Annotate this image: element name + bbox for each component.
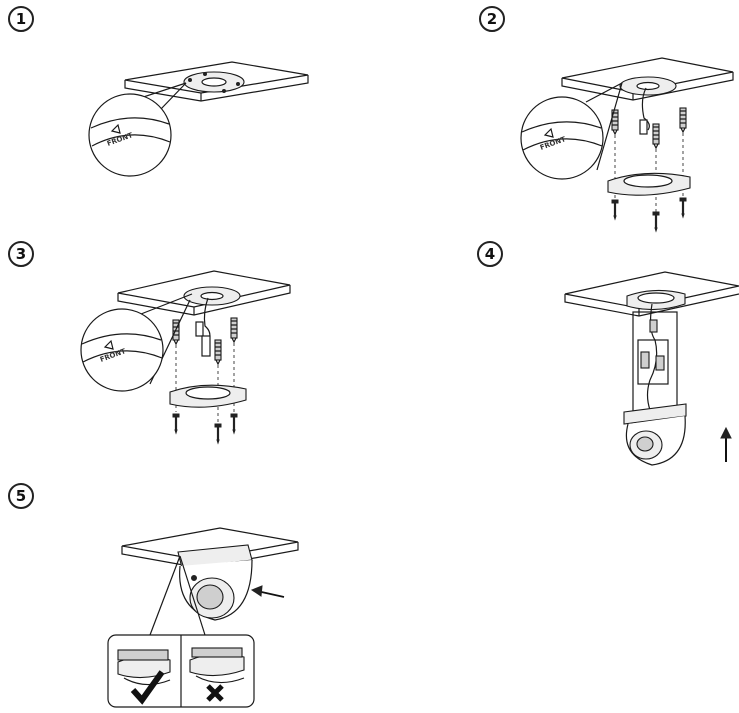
step-1-diagram: FRONT (88, 61, 309, 177)
camera-base (623, 403, 687, 425)
step-4-diagram (564, 271, 739, 466)
step-3-number: 3 (8, 241, 34, 267)
step-3-diagram: FRONT (80, 270, 291, 445)
check-mark-icon (130, 670, 165, 705)
magnifier-circle (520, 96, 604, 180)
step-5-diagram (107, 527, 299, 708)
magnifier-circle (80, 308, 164, 392)
step-2-diagram: FRONT (520, 57, 734, 233)
step-4-number: 4 (477, 241, 503, 267)
ceiling-plate (564, 271, 739, 309)
step-2-number: 2 (479, 6, 505, 32)
cross-mark-icon (206, 684, 224, 702)
step-5-number: 5 (8, 483, 34, 509)
step-1-number: 1 (8, 6, 34, 32)
